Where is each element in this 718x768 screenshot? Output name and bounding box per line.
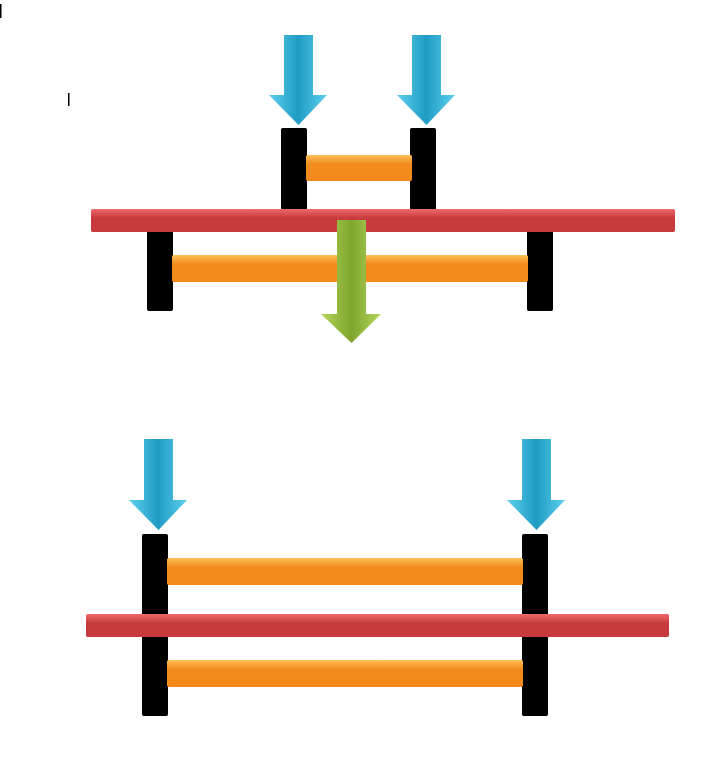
- black-post: [410, 128, 436, 210]
- orange-bar: [167, 660, 523, 687]
- blue-down-arrow-icon: [507, 439, 565, 530]
- blue-down-arrow-icon: [269, 35, 327, 125]
- cursor-mark: [68, 93, 70, 106]
- top-group: [91, 35, 675, 343]
- red-bar: [86, 614, 669, 637]
- orange-bar: [306, 155, 412, 181]
- black-post: [527, 230, 553, 311]
- blue-down-arrow-icon: [129, 439, 187, 530]
- orange-bar: [167, 558, 523, 585]
- black-post: [281, 128, 307, 210]
- blue-down-arrow-icon: [397, 35, 455, 125]
- bottom-group: [86, 439, 669, 716]
- cursor-mark: [0, 4, 2, 18]
- green-down-arrow-icon: [321, 220, 381, 343]
- red-bar: [91, 209, 675, 232]
- black-post: [147, 230, 173, 311]
